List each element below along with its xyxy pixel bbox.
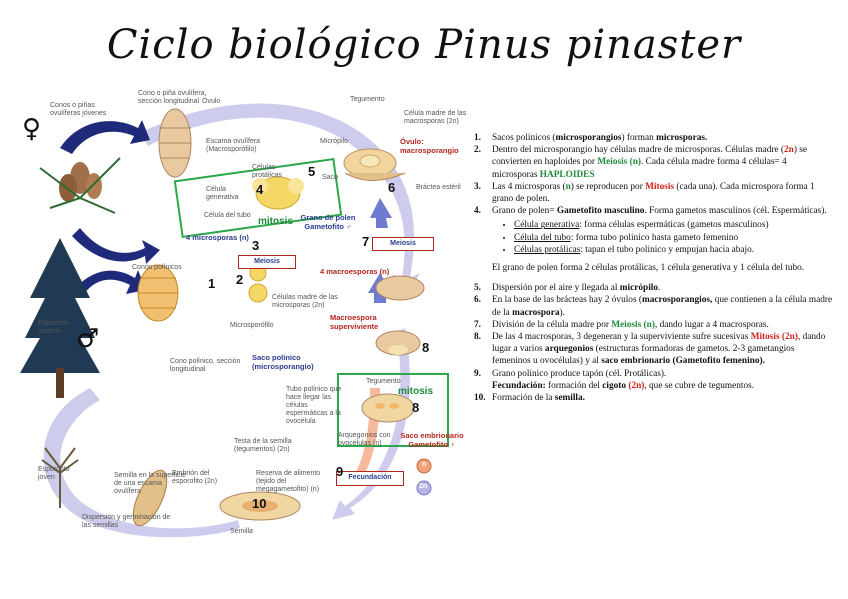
meiosis-box-micro: Meiosis [238, 255, 296, 269]
label-generative-cell: Célula generativa [206, 186, 239, 202]
label-dispersal: Dispersión y germinación de las semillas [82, 514, 171, 530]
step-number-8b: 8 [412, 400, 420, 415]
steps-text: 1.Sacos polínicos (microsporangios) form… [474, 132, 834, 404]
dark-arrow-top [60, 120, 150, 154]
label-archegonia: Arquegonios con ovocélulas (n) [338, 432, 391, 448]
microspore-cell [248, 283, 268, 303]
label-pollen-cones: Conos polínicos [132, 264, 182, 271]
label-mature-sporophyte: Esporofito maduro [38, 320, 70, 336]
step-2: 2.Dentro del microsporangio hay células … [474, 145, 807, 180]
step-number-9: 9 [336, 464, 344, 479]
male-cone-illustration [137, 264, 179, 322]
substep-prothallial: Células protálicas: tapan el tubo políni… [514, 244, 834, 256]
label-tube-cell: Célula del tubo [204, 212, 251, 219]
label-pollen-tube: Tubo polínico que hace llegar las célula… [286, 386, 342, 426]
substep-tube: Célula del tubo: forma tubo polínico has… [514, 232, 834, 244]
label-macrospore-mother: Célula madre de las macrosporas (2n) [404, 110, 467, 126]
seedling-illustration [41, 447, 79, 508]
macrospores-illustration [375, 275, 425, 356]
step-10: 10.Formación de la semilla. [474, 393, 585, 404]
step-number-4: 4 [256, 182, 264, 197]
pollen-grain-illustration [252, 176, 304, 210]
label-microspore-mother: Células madre de las microsporas (2n) [272, 294, 338, 310]
2n-marker-circle [416, 480, 432, 496]
pollen-green-frame [173, 158, 343, 238]
label-surviving-macrospore: Macroespora superviviente [330, 313, 379, 331]
label-pollen-gametophyte: Grano de polen Gametofito ♂ [300, 213, 356, 231]
label-mitosis-bottom: mitosis [398, 386, 434, 397]
label-four-microspores: 4 microsporas (n) [186, 233, 249, 242]
step-3: 3.Las 4 microsporas (n) se reproducen po… [474, 181, 815, 205]
step-number-2: 2 [236, 272, 244, 287]
label-seed: Semilla [230, 528, 253, 535]
label-seed-surface: Semilla en la superficie de una escama o… [114, 472, 186, 496]
step-8: 8.De las 4 macrosporas, 3 degeneran y la… [474, 332, 826, 367]
label-mitosis-top: mitosis [258, 216, 294, 227]
label-embryo: Embrión del esporofito (2n) [172, 470, 218, 486]
label-seed-coat: Testa de la semilla (tegumentos) (2n) [234, 438, 292, 454]
label-young-cones: Conos o piñas ovulíferas jóvenes [50, 102, 107, 118]
step-number-10: 10 [252, 496, 267, 511]
step-number-3: 3 [252, 238, 260, 253]
male-symbol: ♂ [76, 324, 100, 354]
label-microsporophyll: Microsporófilo [230, 322, 274, 329]
substep-generative: Célula generativa: forma células espermá… [514, 219, 834, 231]
step-number-1: 1 [208, 276, 216, 291]
label-tegument: Tegumento [350, 96, 385, 103]
young-cones-illustration [39, 157, 121, 214]
step-1: 1.Sacos polínicos (microsporangios) form… [474, 133, 708, 143]
blue-arrow-down [370, 198, 392, 228]
page-title: Ciclo biológico Pinus pinaster [106, 22, 742, 68]
step-number-7: 7 [362, 234, 370, 249]
label-cone-section: Cono o piña ovulífera, sección longitudi… [138, 90, 207, 106]
label-scale: Escama ovulífera (Macrosporófilo) [206, 138, 261, 154]
dark-arrow-mid [72, 228, 160, 264]
step-number-5: 5 [308, 164, 316, 179]
step-5: 5.Dispersión por el aire y llegada al mi… [474, 283, 661, 294]
life-cycle-diagram: ♀ ♂ Conos o piñas ovulíferas jóvenes Con… [20, 88, 470, 538]
label-four-macrospores: 4 macroesporas (n) [320, 267, 390, 276]
label-2n-marker: 2n [419, 483, 428, 490]
label-tegument-2: Tegumento [366, 378, 401, 385]
step-number-6: 6 [388, 180, 396, 195]
label-embryo-sac: Saco embrionario Gametofito ♀ [400, 431, 464, 449]
label-bract: Bráctea estéril [416, 184, 461, 191]
pollen-summary: El grano de polen forma 2 células protál… [492, 263, 805, 274]
label-ovule-macrosporangium: Óvulo: macrosporangio [400, 137, 459, 155]
label-young-sporophyte: Esporofito joven [38, 466, 70, 482]
label-prothallial-cells: Células protálicas [252, 164, 282, 180]
label-pollen-cone-section: Cono polínico, sección longitudinal [170, 358, 241, 374]
cone-section-illustration [158, 108, 192, 178]
label-food-reserve: Reserva de alimento (tejido del megagame… [256, 470, 321, 494]
ovule-illustration [343, 148, 406, 181]
label-sac: Saco [322, 174, 338, 181]
embryo-sac-green-frame [337, 373, 449, 447]
fertilization-note: Fecundación: formación del cigoto (2n), … [492, 380, 755, 391]
seed-section-illustration [219, 491, 301, 521]
diagram-artwork [20, 103, 449, 538]
n-marker-circle [416, 458, 432, 474]
label-n-marker: n [422, 461, 427, 468]
step-6: 6.En la base de las brácteas hay 2 óvulo… [474, 295, 833, 318]
label-micropyle: Micrópilo [320, 138, 349, 145]
pine-tree-illustration [20, 238, 100, 398]
dark-arrow-male [75, 270, 146, 294]
step-4: 4.Grano de polen= Gametofito masculino. … [474, 205, 834, 256]
embryo-sac-illustration [361, 393, 415, 423]
meiosis-box-macro: Meiosis [372, 237, 434, 251]
label-ovule-top: Óvulo [202, 98, 221, 105]
step-9: 9.Grano polínico produce tapón (cél. Pro… [474, 368, 667, 379]
fertilization-box: Fecundación [336, 471, 404, 486]
seed-illustration [132, 469, 168, 527]
label-pollen-sac: Saco polínico (microsporangio) [252, 353, 314, 371]
female-symbol: ♀ [22, 114, 42, 144]
step-number-8a: 8 [422, 340, 430, 355]
step-7: 7.División de la célula madre por Meiosi… [474, 319, 769, 330]
